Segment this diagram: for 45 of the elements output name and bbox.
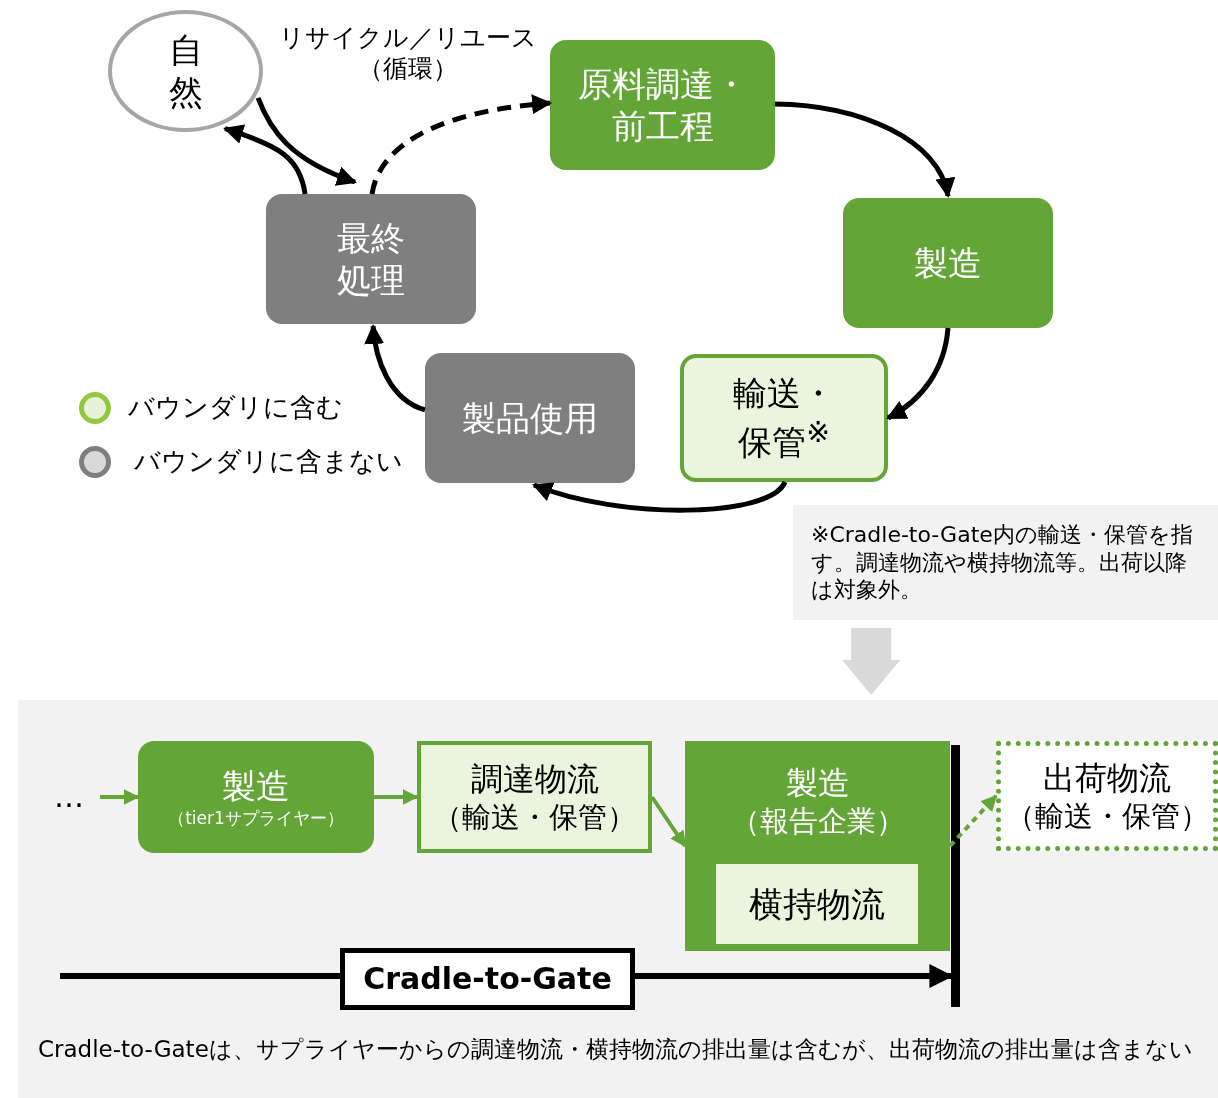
arrow [364, 324, 426, 413]
process-box [996, 741, 1218, 851]
process-box [138, 741, 374, 853]
arrow [774, 101, 954, 198]
edge-label: Cradle-to-Gate [340, 948, 635, 1010]
ellipsis-text: … [53, 778, 85, 816]
arrow [886, 327, 951, 421]
box-label: 製造 [221, 765, 291, 808]
box-label: 最終処理 [336, 216, 406, 302]
box-label: 原料調達・前工程 [576, 62, 749, 148]
process-box [550, 40, 775, 170]
process-box [425, 353, 635, 483]
arrow [948, 794, 998, 848]
arrow [100, 789, 140, 805]
box-label: 製造 [784, 763, 851, 803]
process-box [266, 194, 476, 324]
panel-background [18, 700, 1218, 1098]
arrow [255, 96, 357, 186]
box-label: 製造 [913, 241, 983, 285]
arrow [223, 124, 308, 195]
legend-label: バウンダリに含む [128, 391, 343, 424]
box-label: 自然 [167, 28, 204, 114]
process-box [417, 741, 652, 853]
arrow [374, 789, 419, 805]
process-box [843, 198, 1053, 328]
box-sublabel: （輸送・保管） [432, 798, 637, 836]
box-sublabel: （輸送・保管） [1004, 797, 1210, 835]
process-box [716, 864, 918, 944]
process-box [680, 354, 888, 482]
arrow [532, 480, 787, 513]
caption-text: Cradle-to-Gateは、サプライヤーからの調達物流・横持物流の排出量は含むが、出荷物流の排出量は含まない [38, 1035, 1193, 1064]
box-label: 輸送・保管$^{※}$ [732, 372, 836, 464]
box-label: ※Cradle-to-Gate内の輸送・保管を指す。調達物流や横持物流等。出荷以降は対象外。 [811, 521, 1194, 604]
box-sublabel: （tier1サプライヤー） [167, 807, 345, 829]
arrow [842, 628, 901, 695]
arrow [369, 94, 552, 195]
gate-bar [951, 745, 960, 1007]
process-box [685, 741, 950, 951]
box-label: 製品使用 [461, 396, 599, 440]
box-label: 調達物流 [469, 758, 600, 799]
box-label: 出荷物流 [1042, 757, 1172, 798]
legend-label: バウンダリに含まない [134, 445, 403, 478]
box-sublabel: （報告企業） [729, 803, 906, 840]
arrow [650, 795, 687, 848]
box-label: 横持物流 [748, 882, 886, 926]
